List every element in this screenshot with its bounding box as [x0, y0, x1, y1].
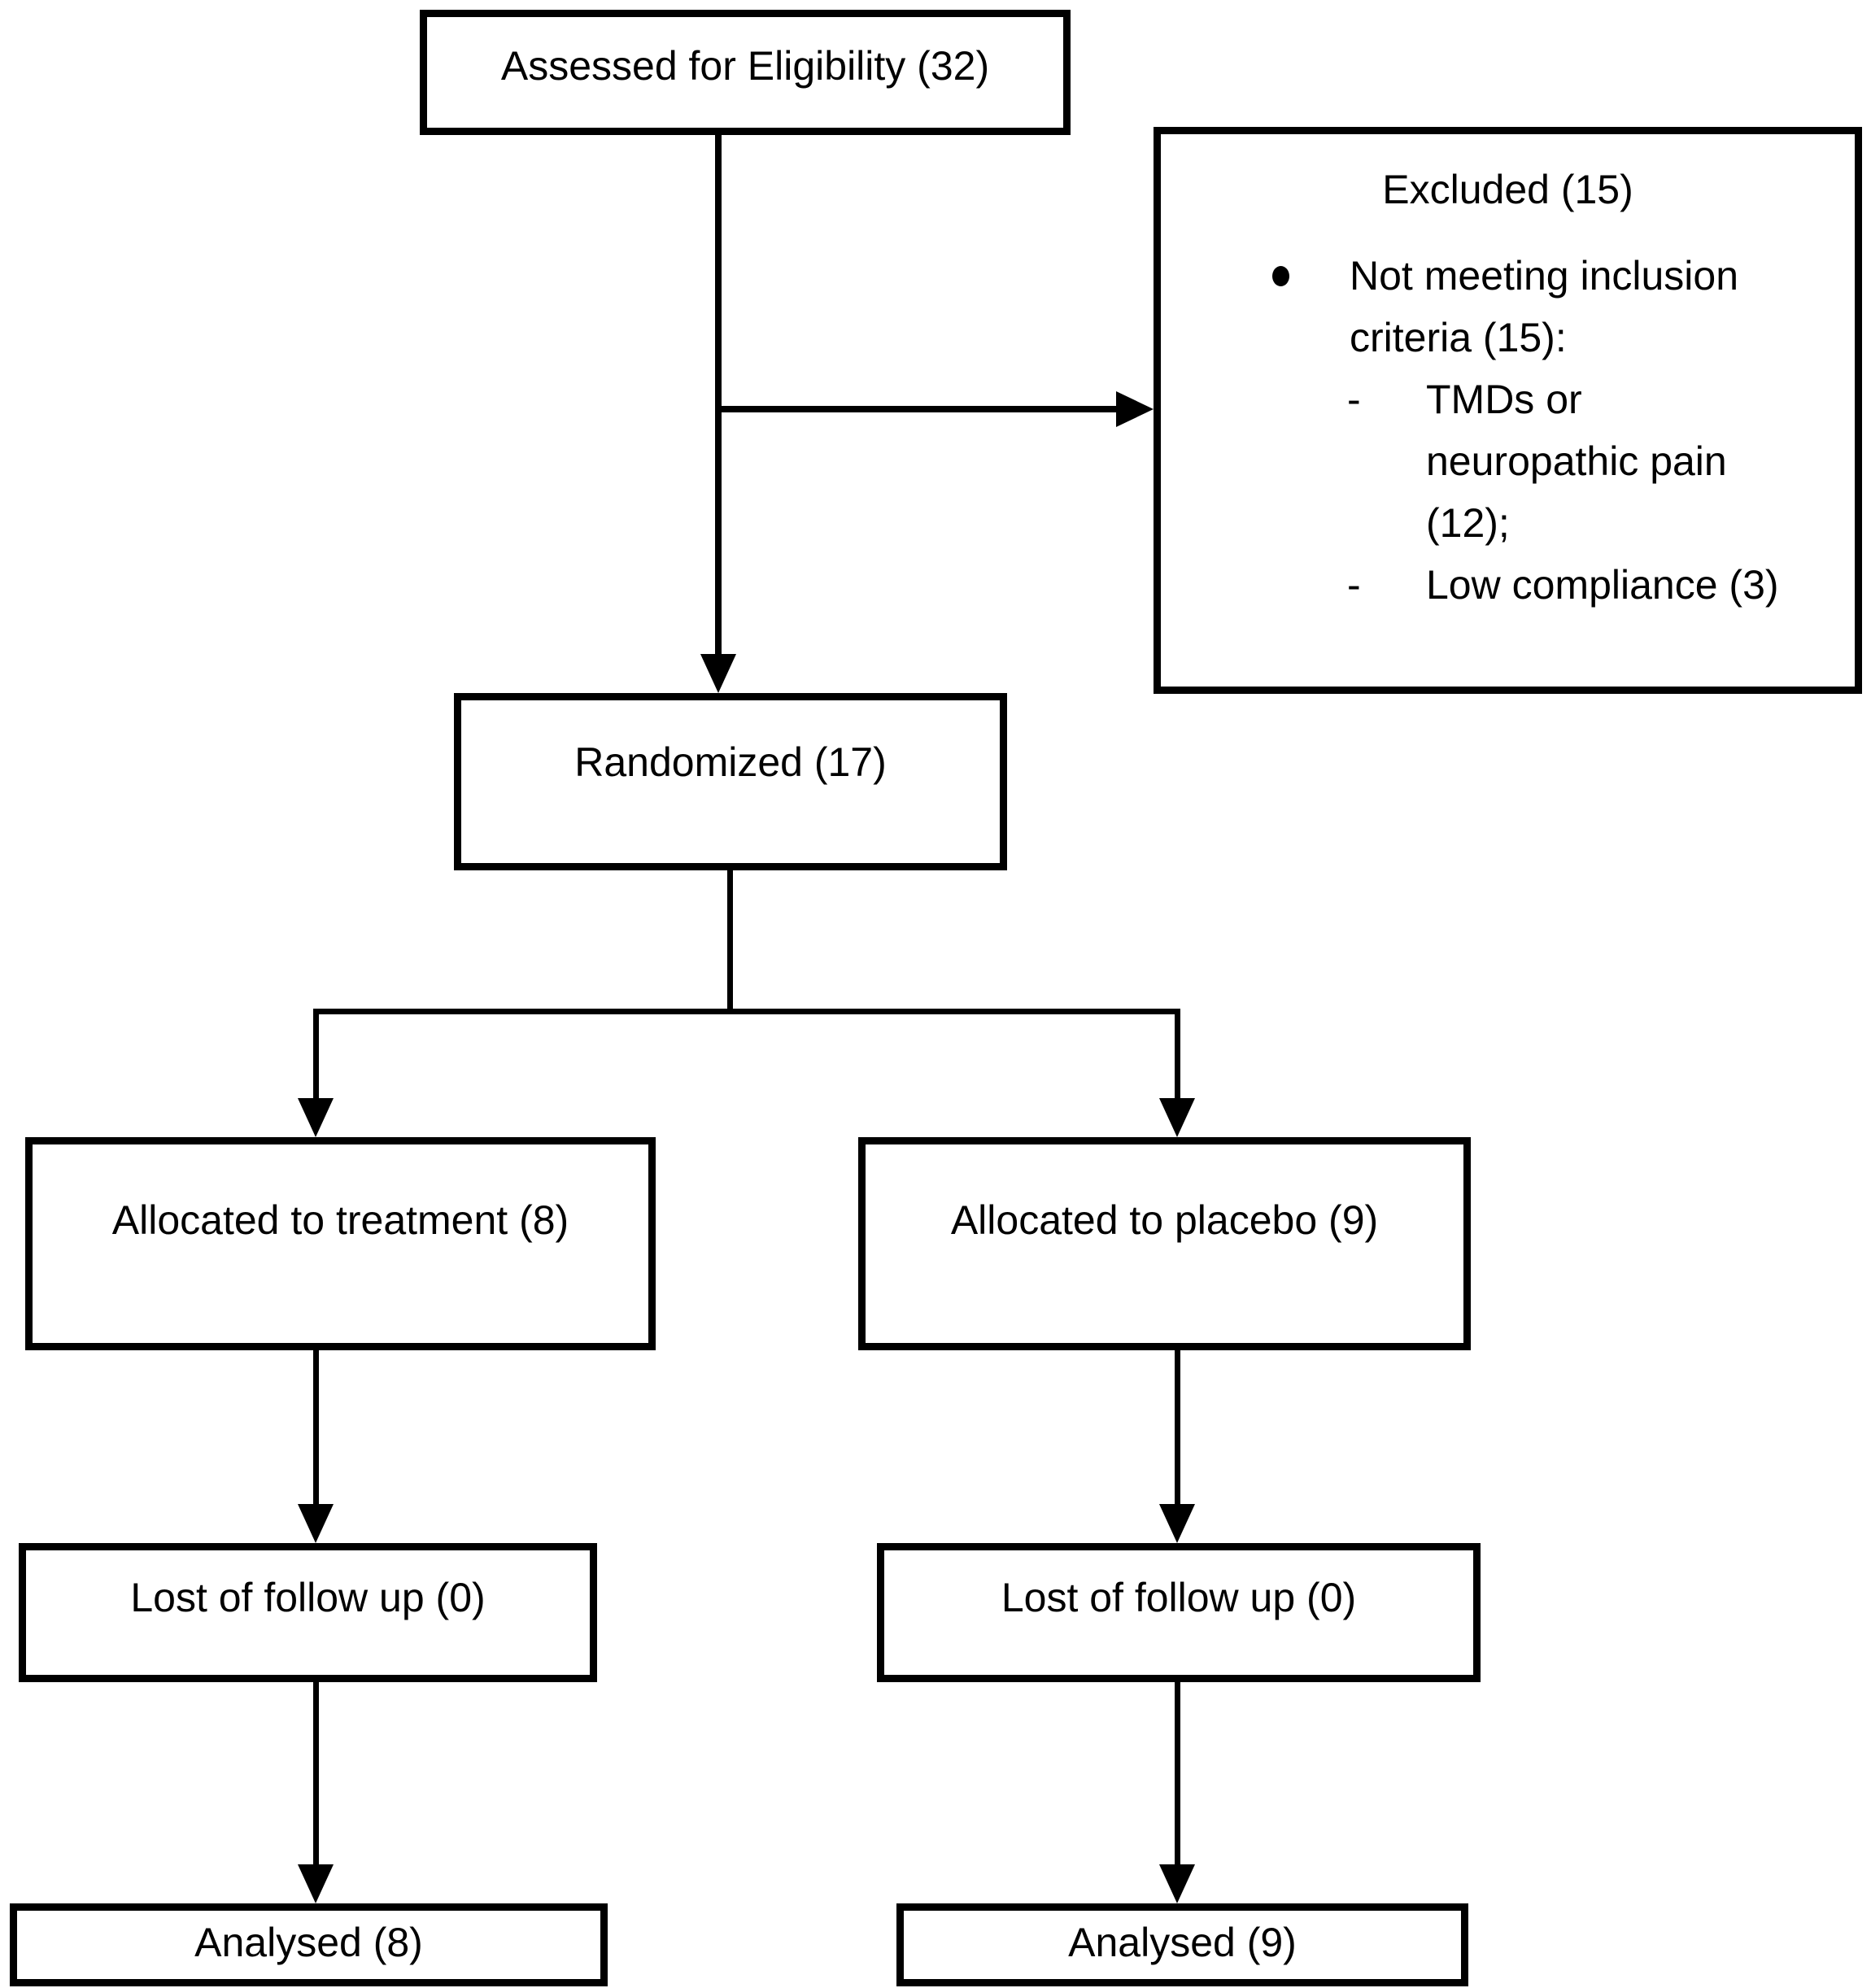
bullet-icon — [1272, 245, 1350, 286]
dash-marker: - — [1347, 562, 1361, 608]
arrowhead-down-icon — [298, 1098, 334, 1137]
excluded-sub-item: - TMDs or neuropathic pain (12); — [1161, 368, 1855, 554]
lost-followup-treatment-label: Lost of follow up (0) — [130, 1575, 486, 1621]
analysed-treatment-label: Analysed (8) — [194, 1919, 423, 1965]
connector-to-excluded — [718, 406, 1116, 412]
fork-horizontal-line — [313, 1009, 1180, 1014]
connector-randomized-to-fork — [727, 870, 733, 1011]
allocated-treatment-box: Allocated to treatment (8) — [25, 1137, 656, 1350]
assessed-label: Assessed for Eligibility (32) — [500, 42, 990, 89]
connector-assessed-to-randomized — [715, 135, 722, 654]
excluded-sub-text: Low compliance (3) — [1426, 562, 1779, 608]
randomized-box: Randomized (17) — [454, 693, 1007, 870]
allocated-placebo-label: Allocated to placebo (9) — [950, 1197, 1379, 1243]
excluded-title: Excluded (15) — [1382, 167, 1633, 212]
excluded-sub-text: TMDs or neuropathic pain (12); — [1426, 377, 1727, 546]
excluded-list: Not meeting inclusion criteria (15): - T… — [1161, 245, 1855, 616]
connector-fork-to-placebo — [1175, 1009, 1180, 1100]
lost-followup-placebo-label: Lost of follow up (0) — [1001, 1575, 1357, 1621]
excluded-sub-item: - Low compliance (3) — [1161, 554, 1855, 616]
connector-fork-to-treatment — [313, 1009, 319, 1100]
connector-lost-to-analysed-right — [1175, 1682, 1180, 1865]
arrowhead-down-icon — [700, 654, 736, 693]
arrowhead-down-icon — [298, 1504, 334, 1543]
arrowhead-down-icon — [1159, 1098, 1195, 1137]
connector-placebo-to-lost — [1175, 1350, 1180, 1505]
analysed-placebo-box: Analysed (9) — [896, 1903, 1468, 1986]
assessed-box: Assessed for Eligibility (32) — [420, 10, 1071, 135]
allocated-treatment-label: Allocated to treatment (8) — [111, 1197, 569, 1243]
arrowhead-right-icon — [1116, 391, 1154, 427]
connector-lost-to-analysed-left — [313, 1682, 319, 1865]
excluded-box: Excluded (15) Not meeting inclusion crit… — [1154, 127, 1862, 694]
arrowhead-down-icon — [1159, 1864, 1195, 1903]
lost-followup-treatment-box: Lost of follow up (0) — [19, 1543, 597, 1682]
arrowhead-down-icon — [298, 1864, 334, 1903]
connector-treatment-to-lost — [313, 1350, 319, 1505]
arrowhead-down-icon — [1159, 1504, 1195, 1543]
analysed-placebo-label: Analysed (9) — [1068, 1919, 1297, 1965]
excluded-bullet-text: Not meeting inclusion criteria (15): — [1350, 253, 1739, 360]
dash-marker: - — [1347, 377, 1361, 422]
allocated-placebo-box: Allocated to placebo (9) — [858, 1137, 1471, 1350]
analysed-treatment-box: Analysed (8) — [10, 1903, 608, 1986]
randomized-label: Randomized (17) — [574, 739, 887, 785]
excluded-bullet-item: Not meeting inclusion criteria (15): — [1161, 245, 1855, 368]
lost-followup-placebo-box: Lost of follow up (0) — [877, 1543, 1481, 1682]
